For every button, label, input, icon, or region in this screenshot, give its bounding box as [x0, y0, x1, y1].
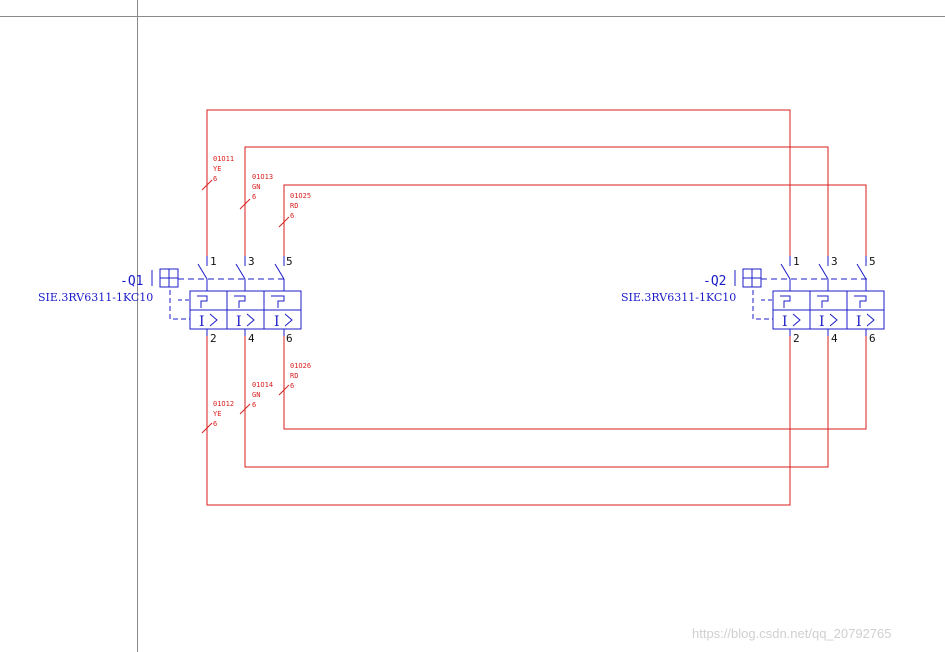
terminal-numbers: 1 3 5 2 4 6	[210, 255, 293, 345]
wire-label-id: 01O25	[290, 192, 311, 200]
trip-label: I	[819, 314, 825, 330]
thermal-element	[780, 295, 791, 308]
wire-labels-top: 01O11 YE 6 01O13 GN 6 01O25 RD 6	[213, 155, 311, 220]
wire-tick	[239, 198, 251, 210]
breaker-tag: -Q2	[703, 274, 726, 289]
breaker-q2[interactable]: -Q2 SIE.3RV6311-1KC10 I I I	[621, 255, 885, 345]
watermark: https://blog.csdn.net/qq_20792765	[692, 626, 892, 641]
wire-label-size: 6	[213, 420, 217, 428]
trip-arrow-icon	[792, 313, 801, 327]
svg-text:4: 4	[831, 332, 838, 345]
wire-label-color: RD	[290, 372, 298, 380]
thermal-element	[854, 295, 867, 308]
wire-bottom-phase-2	[244, 330, 829, 468]
breaker-tag: -Q1	[120, 274, 143, 289]
trip-label: I	[274, 314, 280, 330]
thermal-element	[234, 295, 246, 308]
svg-text:5: 5	[869, 255, 876, 268]
svg-text:6: 6	[869, 332, 876, 345]
wire-label-id: 01O26	[290, 362, 311, 370]
trip-arrow-icon	[866, 313, 875, 327]
wire-label-color: YE	[213, 410, 221, 418]
svg-text:1: 1	[210, 255, 217, 268]
svg-text:1: 1	[793, 255, 800, 268]
wire-label-color: GN	[252, 183, 260, 191]
thermal-element	[197, 295, 208, 308]
trip-label: I	[236, 314, 242, 330]
wire-label-color: RD	[290, 202, 298, 210]
wire-tick	[239, 403, 251, 415]
svg-text:3: 3	[248, 255, 255, 268]
wire-tick	[201, 422, 213, 434]
wire-bottom-phase-3	[283, 330, 867, 430]
wire-label-size: 6	[252, 401, 256, 409]
wire-label-id: 01O14	[252, 381, 273, 389]
trip-arrow-icon	[209, 313, 218, 327]
wire-label-size: 6	[290, 212, 294, 220]
svg-text:3: 3	[831, 255, 838, 268]
wire-top-phase-1	[206, 109, 791, 265]
wire-tick	[201, 179, 213, 191]
breaker-part-number: SIE.3RV6311-1KC10	[38, 291, 153, 304]
svg-text:4: 4	[248, 332, 255, 345]
trip-arrow-icon	[284, 313, 293, 327]
thermal-element	[271, 295, 285, 308]
wire-tick	[278, 216, 290, 228]
wire-tick	[278, 384, 290, 396]
wire-label-color: GN	[252, 391, 260, 399]
svg-text:5: 5	[286, 255, 293, 268]
wire-label-id: 01O13	[252, 173, 273, 181]
wire-label-size: 6	[252, 193, 256, 201]
wire-label-size: 6	[213, 175, 217, 183]
wire-label-size: 6	[290, 382, 294, 390]
svg-text:2: 2	[793, 332, 800, 345]
breaker-part-number: SIE.3RV6311-1KC10	[621, 291, 736, 304]
trip-arrow-icon	[246, 313, 255, 327]
svg-text:6: 6	[286, 332, 293, 345]
wire-top-phase-2	[244, 146, 829, 265]
breaker-q1[interactable]: -Q1 SIE.3RV6311-1KC10 I I I	[38, 255, 302, 345]
svg-text:2: 2	[210, 332, 217, 345]
trip-label: I	[199, 314, 205, 330]
trip-label: I	[856, 314, 862, 330]
terminal-numbers: 1 3 5 2 4 6	[793, 255, 876, 345]
thermal-element	[817, 295, 829, 308]
wire-bottom-phase-1	[206, 330, 791, 506]
trip-label: I	[782, 314, 788, 330]
wire-top-phase-3	[283, 184, 867, 265]
wire-label-color: YE	[213, 165, 221, 173]
wire-label-id: 01O11	[213, 155, 234, 163]
wire-label-id: 01O12	[213, 400, 234, 408]
trip-arrow-icon	[829, 313, 838, 327]
wire-labels-bottom: 01O12 YE 6 01O14 GN 6 01O26 RD 6	[213, 362, 311, 428]
wiring	[201, 109, 867, 506]
